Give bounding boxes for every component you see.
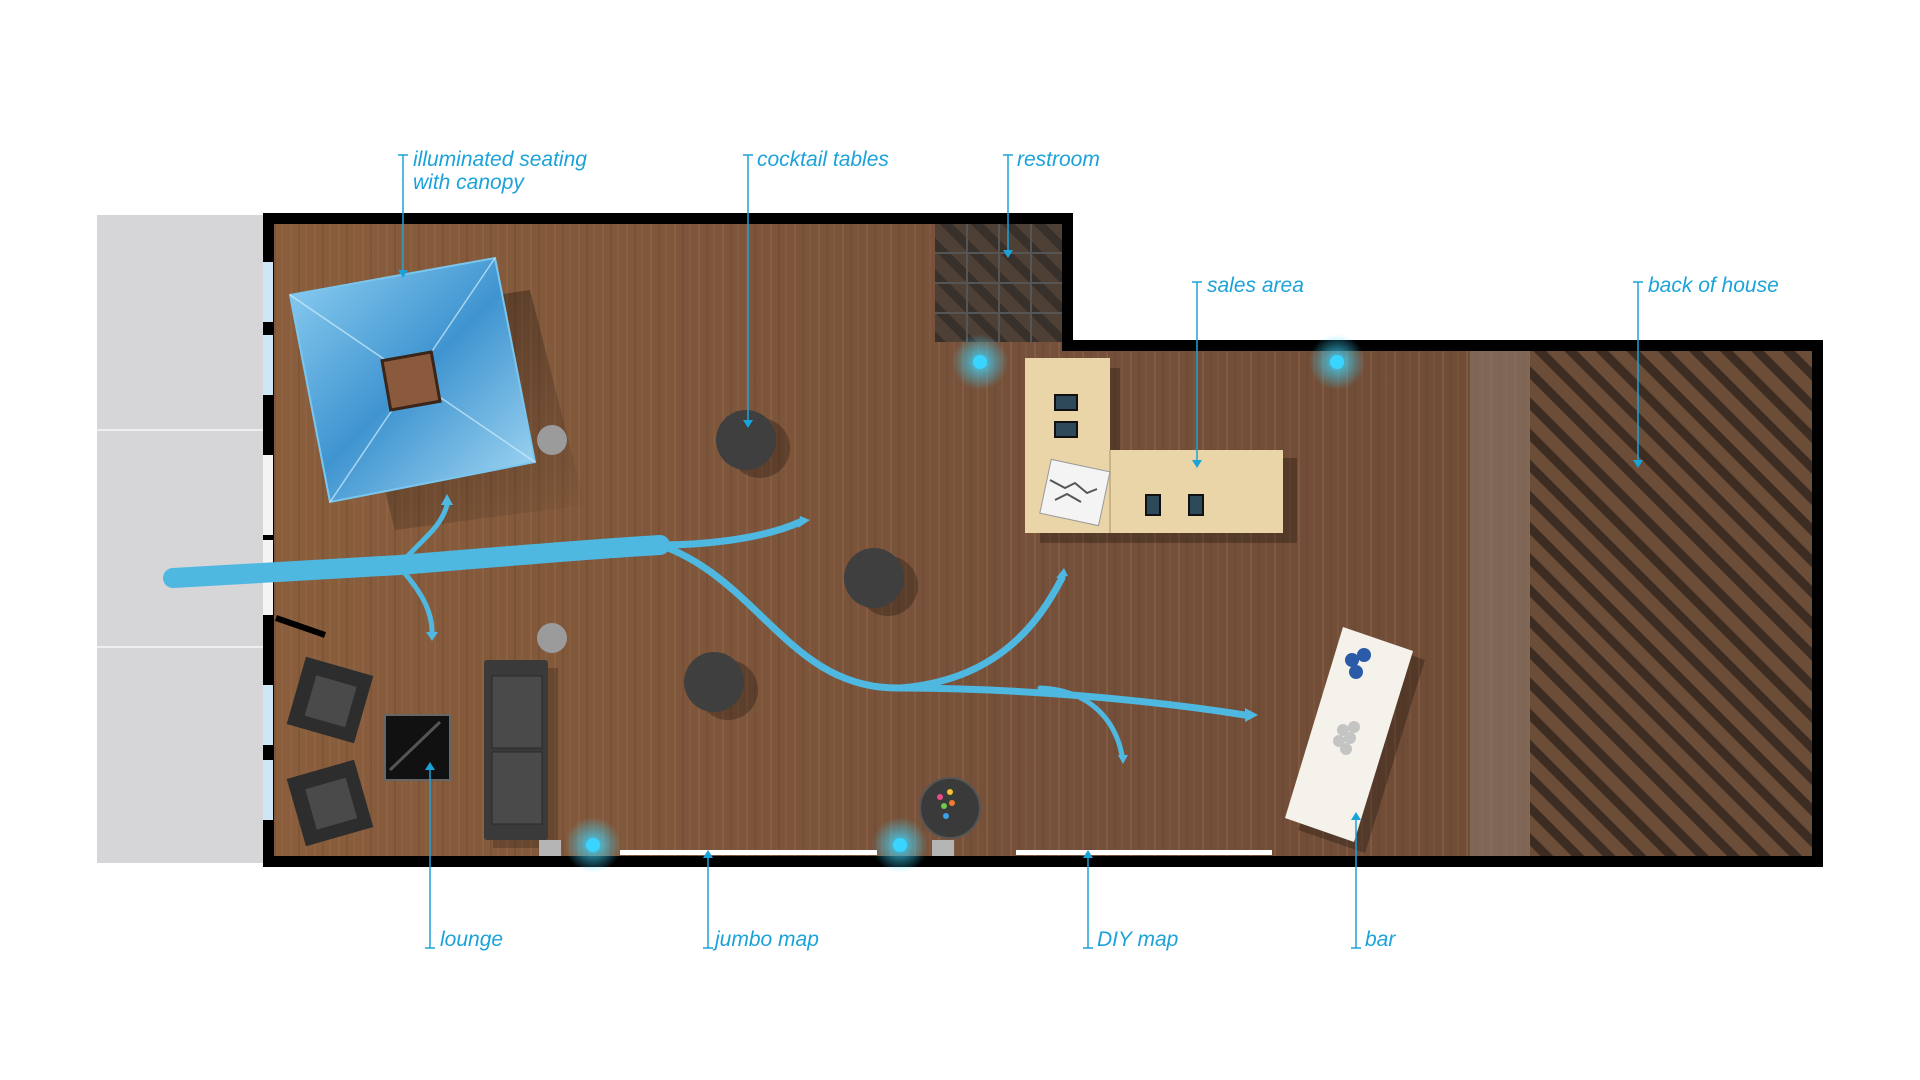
label-illuminated-seating-line2: with canopy [413,171,524,194]
label-lounge: lounge [440,928,504,951]
stools [537,425,567,653]
sales-counter [1025,358,1297,543]
label-diy-map: DIY map [1097,928,1179,951]
diy-map-table [919,777,981,839]
leader-lines [398,154,1643,949]
ceiling-lights [565,334,1365,873]
lounge [286,656,558,848]
sidewalk [97,215,265,863]
label-back-of-house: back of house [1648,274,1779,297]
restroom [935,224,1062,342]
label-bar: bar [1365,928,1396,951]
wood-floor [274,224,1812,856]
flow-arrowheads [426,494,1258,764]
label-cocktail-tables: cocktail tables [757,148,889,171]
back-of-house [1530,351,1812,856]
label-illuminated-seating-line1: illuminated seating [413,148,587,171]
customer-flow-arrows [163,502,1249,758]
label-restroom: restroom [1017,148,1100,171]
label-sales-area: sales area [1207,274,1304,297]
cocktail-tables [684,410,918,720]
leader-arrowheads [398,250,1643,858]
canopy-seating [288,256,585,530]
label-jumbo-map: jumbo map [715,928,819,951]
wall-maps [539,840,1272,856]
bar [1285,627,1425,853]
